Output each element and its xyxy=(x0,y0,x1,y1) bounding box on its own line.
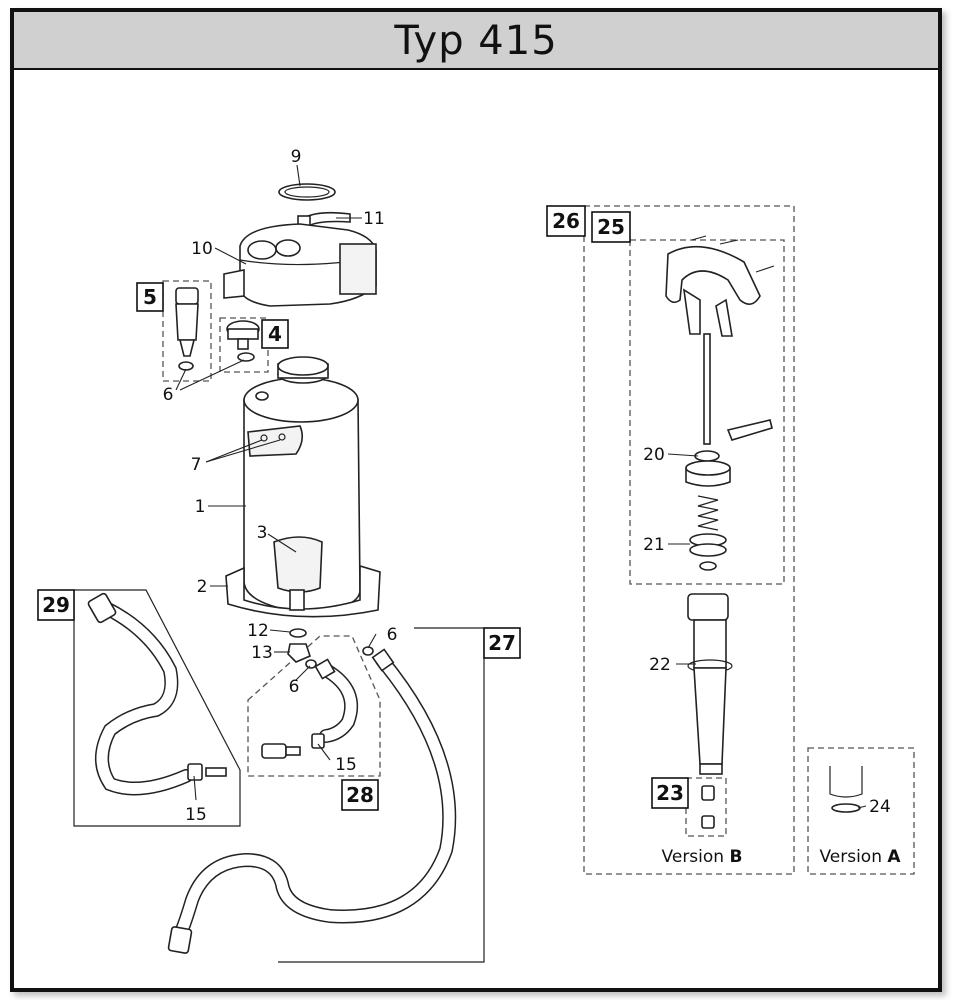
part-28-quick-coupler xyxy=(261,733,325,759)
box-29: 29 xyxy=(37,589,75,621)
svg-text:28: 28 xyxy=(346,783,374,807)
group-25-outline xyxy=(629,239,785,585)
group-23-outline xyxy=(685,777,727,837)
part-spring xyxy=(697,495,719,531)
part-5-pressure-valve xyxy=(175,287,199,371)
part-4-pressure-gauge xyxy=(226,320,260,362)
part-10-lid xyxy=(223,223,377,307)
part-13-elbow-fitting xyxy=(287,643,311,663)
version-a-outline xyxy=(807,747,915,875)
group-27-bracket xyxy=(278,627,485,963)
callout-20: 20 xyxy=(643,445,665,465)
part-27-long-hose xyxy=(167,646,457,954)
callout-11: 11 xyxy=(363,209,385,229)
group-29-bracket xyxy=(73,589,241,827)
part-29-hose xyxy=(87,592,227,796)
box-25: 25 xyxy=(591,211,631,243)
box-5: 5 xyxy=(136,282,164,312)
callout-7: 7 xyxy=(191,455,202,475)
callout-6-hose27: 6 xyxy=(387,625,398,645)
svg-text:25: 25 xyxy=(597,215,625,239)
diagram-title: Typ 415 xyxy=(394,18,558,64)
part-9-clamp-ring xyxy=(278,183,336,201)
part-piston-cap xyxy=(685,460,731,487)
svg-text:26: 26 xyxy=(552,209,580,233)
callout-12: 12 xyxy=(247,621,269,641)
box-4: 4 xyxy=(261,319,289,349)
part-23-valve-insert xyxy=(701,785,715,829)
callout-6-hose28: 6 xyxy=(289,677,300,697)
version-b-label: Version B xyxy=(662,847,743,867)
callout-24: 24 xyxy=(869,797,891,817)
callout-22: 22 xyxy=(649,655,671,675)
callout-10: 10 xyxy=(191,239,213,259)
part-25-pump-handle xyxy=(665,235,775,445)
box-28: 28 xyxy=(341,779,379,811)
box-26: 26 xyxy=(546,205,586,237)
version-a-label: Version A xyxy=(819,847,901,867)
callout-15-group29: 15 xyxy=(185,805,207,825)
part-22-pump-cylinder xyxy=(687,593,733,775)
callout-15-group28: 15 xyxy=(335,755,357,775)
callout-6-valve: 6 xyxy=(163,385,174,405)
callout-2: 2 xyxy=(197,577,208,597)
svg-text:5: 5 xyxy=(143,285,157,309)
box-27: 27 xyxy=(483,627,521,659)
callout-9: 9 xyxy=(291,147,302,167)
callout-3: 3 xyxy=(257,523,268,543)
diagram-frame: Typ 415 xyxy=(10,8,942,992)
callout-1: 1 xyxy=(195,497,206,517)
svg-text:27: 27 xyxy=(488,631,516,655)
title-bar: Typ 415 xyxy=(14,12,938,70)
svg-text:4: 4 xyxy=(268,322,282,346)
box-23: 23 xyxy=(651,777,689,809)
part-21-piston-seals xyxy=(689,533,727,571)
group-26-outline xyxy=(583,205,795,875)
svg-text:23: 23 xyxy=(656,781,684,805)
svg-text:29: 29 xyxy=(42,593,70,617)
leader-lines xyxy=(175,164,867,809)
part-28-hose-section xyxy=(305,658,359,743)
callout-21: 21 xyxy=(643,535,665,555)
part-12-washer xyxy=(289,628,307,638)
part-24-valve-a xyxy=(829,766,863,813)
callout-13: 13 xyxy=(251,643,273,663)
part-1-tank xyxy=(225,356,381,618)
group-5-outline xyxy=(162,280,212,382)
